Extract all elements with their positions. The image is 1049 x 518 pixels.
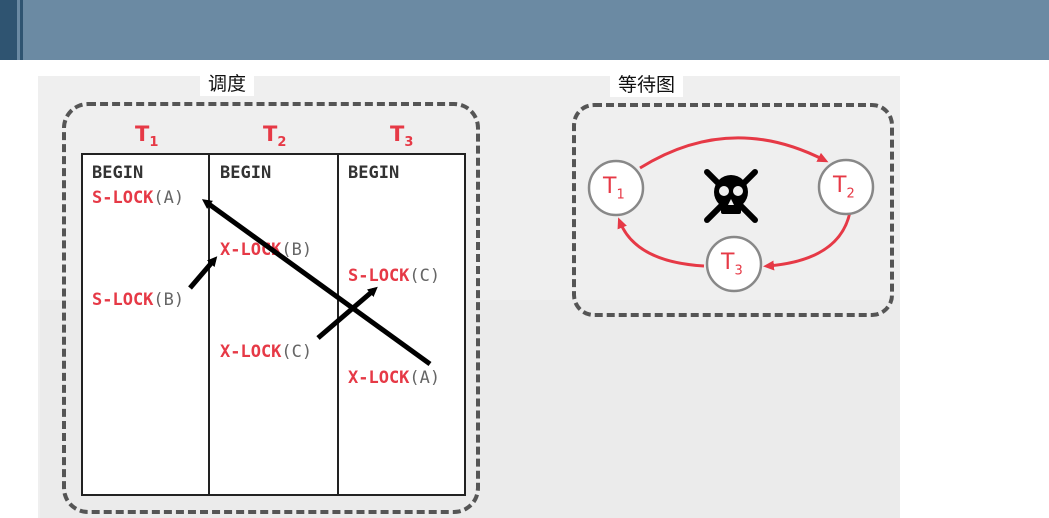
- wait-graph-frame: [572, 103, 894, 317]
- arrow-t3-waits-t1: [201, 199, 432, 367]
- node-t2: [817, 158, 875, 216]
- wait-graph-caption: 等待图: [610, 73, 684, 97]
- arrow-t1-waits-t2: [188, 256, 218, 290]
- column-header-t2: T2: [263, 122, 287, 151]
- transaction-schedule-table: [81, 153, 466, 496]
- node-label-t2: T2: [833, 173, 855, 202]
- column-header-t1: T1: [135, 122, 159, 151]
- column-divider: [337, 153, 339, 496]
- slide-header-bar: [0, 0, 1049, 60]
- t3-s-lock-c: S-LOCK(C): [348, 266, 441, 286]
- t1-s-lock-b: S-LOCK(B): [92, 290, 185, 310]
- node-label-t1: T1: [603, 174, 625, 203]
- edge-t1-to-t2: [639, 136, 829, 170]
- column-divider: [208, 153, 210, 496]
- edge-t2-to-t3: [763, 211, 852, 271]
- node-t1: [587, 159, 645, 217]
- t2-begin: BEGIN: [220, 163, 272, 183]
- column-header-t3: T3: [390, 122, 414, 151]
- skull-crossbones-icon: [704, 169, 758, 223]
- t1-begin: BEGIN: [92, 163, 144, 183]
- t3-begin: BEGIN: [348, 163, 400, 183]
- header-accent-bar: [0, 0, 17, 60]
- schedule-caption: 调度: [200, 72, 255, 96]
- schedule-frame: [62, 102, 480, 514]
- node-t3: [705, 235, 763, 293]
- t1-s-lock-a: S-LOCK(A): [92, 188, 185, 208]
- edge-t3-to-t1: [617, 217, 705, 268]
- node-label-t3: T3: [721, 250, 743, 279]
- header-accent-line: [20, 0, 23, 60]
- t3-x-lock-a: X-LOCK(A): [348, 368, 441, 388]
- t2-x-lock-c: X-LOCK(C): [220, 342, 313, 362]
- arrow-t2-waits-t3: [316, 286, 378, 340]
